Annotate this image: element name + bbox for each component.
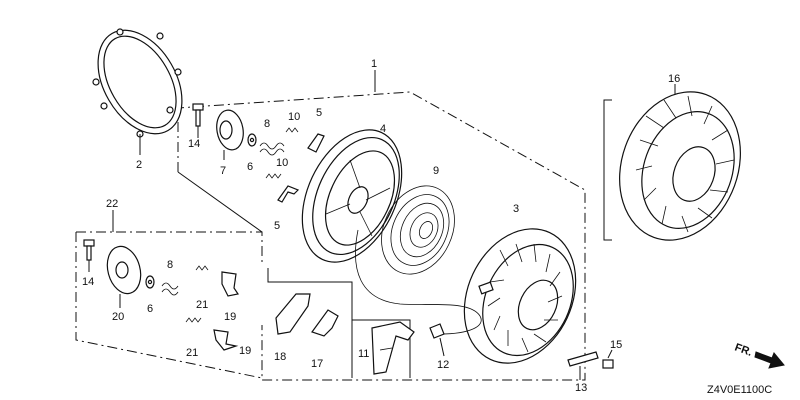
- sub-assembly-boundary: [177, 171, 411, 378]
- front-arrow-icon: [754, 351, 785, 369]
- callout-6a: 6: [247, 161, 253, 173]
- callout-8a: 8: [264, 118, 270, 130]
- spring-10b: [265, 173, 282, 179]
- callout-21b: 21: [186, 347, 198, 359]
- callout-1: 1: [371, 58, 377, 70]
- callout-10a: 10: [288, 111, 300, 123]
- starter-rope: [355, 229, 482, 357]
- callout-17: 17: [311, 358, 323, 370]
- callout-22: 22: [106, 198, 118, 210]
- starter-cover: [619, 91, 741, 241]
- callout-6b: 6: [147, 303, 153, 315]
- clip-19b: [213, 329, 239, 351]
- bolt-15: [602, 349, 614, 369]
- callout-12: 12: [437, 359, 449, 371]
- spring-8-lower: [161, 282, 179, 296]
- callout-20: 20: [112, 311, 124, 323]
- callout-15: 15: [610, 339, 622, 351]
- spring-21a: [195, 265, 209, 271]
- callout-14a: 14: [188, 138, 200, 150]
- drawing-code: Z4V0E1100C: [707, 384, 772, 396]
- callout-7: 7: [220, 165, 226, 177]
- washer-6-lower: [145, 275, 155, 289]
- callout-14b: 14: [82, 276, 94, 288]
- callout-8b: 8: [167, 259, 173, 271]
- recoil-spring: [381, 185, 455, 275]
- bolt-14-upper: [192, 103, 204, 138]
- callout-5b: 5: [274, 220, 280, 232]
- callout-16: 16: [668, 73, 680, 85]
- front-direction-indicator: FR.: [733, 342, 785, 369]
- clip-19a: [221, 271, 239, 297]
- spring-10a: [285, 127, 299, 133]
- washer-6-upper: [247, 133, 257, 147]
- callout-3: 3: [513, 203, 519, 215]
- callout-19a: 19: [224, 311, 236, 323]
- callout-9: 9: [433, 165, 439, 177]
- spring-8-upper: [259, 142, 285, 156]
- callout-21a: 21: [196, 299, 208, 311]
- assembly-16-bracket: [603, 84, 676, 241]
- callout-11: 11: [358, 348, 369, 360]
- starter-case: [463, 228, 577, 364]
- reel-pulley: [301, 129, 403, 263]
- callout-18: 18: [274, 351, 286, 363]
- clip-5b: [277, 185, 300, 203]
- callout-10b: 10: [276, 157, 288, 169]
- bolt-14-lower: [83, 239, 95, 272]
- callout-5a: 5: [316, 107, 322, 119]
- front-label: FR.: [733, 342, 754, 359]
- rope-guide: [567, 351, 599, 380]
- callout-labels: 1 2 3 4 5 5 6 6 7 8 8 9 10 10 11 12 13 1…: [82, 58, 680, 394]
- spring-21b: [185, 317, 202, 323]
- callout-2: 2: [136, 159, 142, 171]
- ratchet-7: [216, 109, 244, 160]
- ratchet-18: [275, 293, 311, 335]
- callout-13: 13: [575, 382, 587, 394]
- gasket-ring: [92, 28, 183, 155]
- ratchet-20: [106, 245, 142, 308]
- callout-19b: 19: [239, 345, 251, 357]
- ratchet-17: [311, 309, 339, 337]
- callout-4: 4: [380, 123, 386, 135]
- starter-grip: [371, 321, 415, 375]
- clip-5a: [307, 133, 325, 153]
